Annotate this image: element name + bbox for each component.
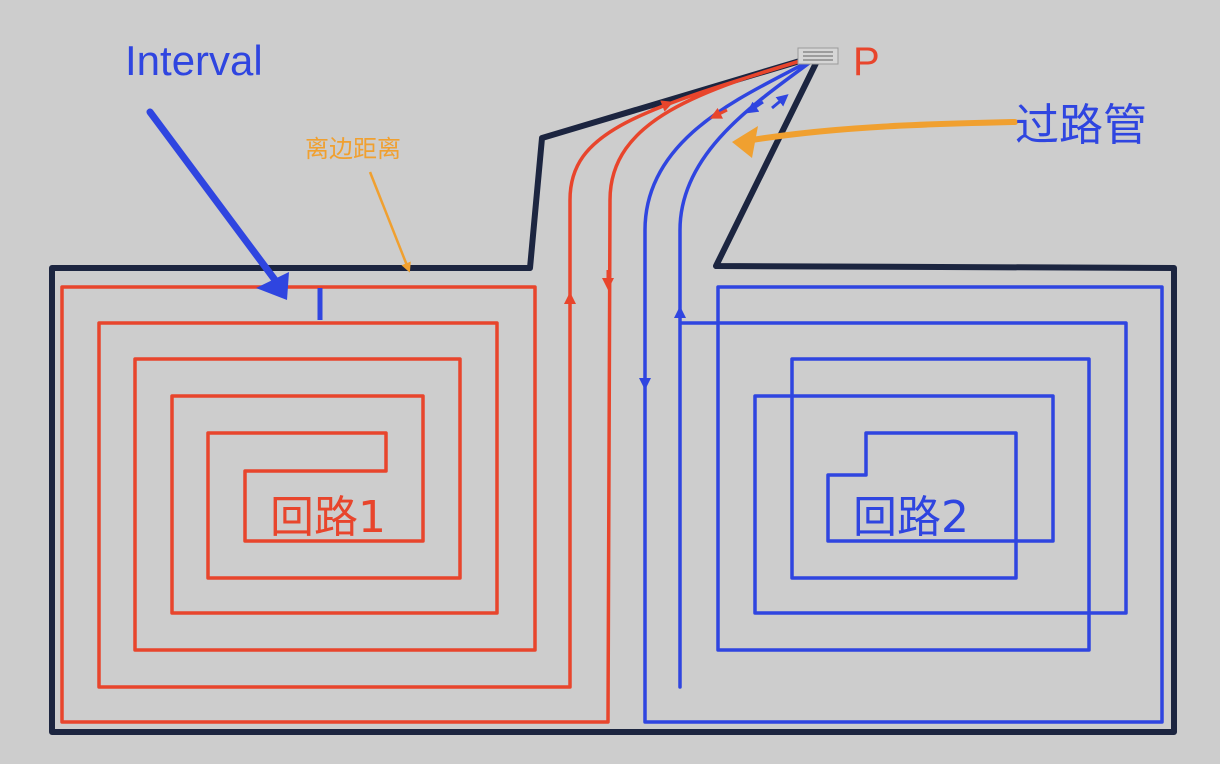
manifold-label: P (853, 40, 880, 84)
loop1-pipe (60, 53, 821, 724)
loop2-label: 回路2 (853, 492, 969, 543)
interval-label: Interval (125, 37, 263, 84)
interval-annotation (146, 108, 323, 320)
edge-distance-label: 离边距离 (305, 135, 401, 163)
transit-pipe-label: 过路管 (1015, 100, 1147, 151)
transit-pipe-pointer (732, 119, 1018, 158)
manifold-icon (797, 47, 839, 65)
flow-arrows (564, 94, 789, 390)
loop1-label: 回路1 (270, 492, 386, 543)
room-outline (49, 52, 1177, 735)
edge-distance-pointer (368, 171, 411, 273)
loop2-pipe (643, 53, 1164, 724)
